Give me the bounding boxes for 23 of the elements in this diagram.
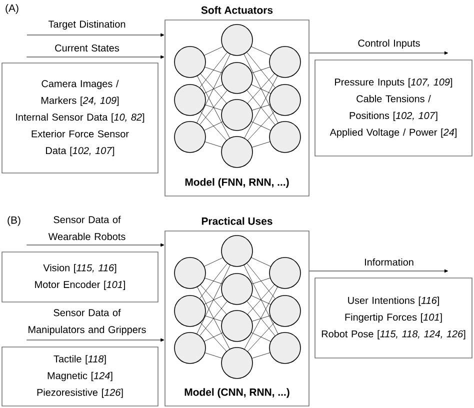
edge-label: Sensor Data of Manipulators and Grippers bbox=[28, 308, 146, 336]
edge-label: Target Distination bbox=[48, 20, 126, 30]
panel-letter: (A) bbox=[6, 4, 18, 14]
panel-letter: (B) bbox=[8, 216, 20, 226]
edge-label: Sensor Data of Wearable Robots bbox=[48, 216, 126, 240]
arrow bbox=[26, 243, 164, 247]
panel-title: Practical Uses bbox=[202, 217, 272, 225]
text-box: Pressure Inputs [107, 109] Cable Tensions / Positions [102, 107] Applied Voltage / Power [24] bbox=[314, 60, 472, 156]
panel-title: Soft Actuators bbox=[201, 6, 273, 14]
edge-label: Information bbox=[365, 258, 414, 266]
arrow bbox=[26, 33, 164, 37]
text-box: Camera Images / Markers [24, 109] Internal Sensor Data [10, 82] Exterior Force Sensor Data [102, 107] bbox=[2, 62, 158, 174]
edge-label: Current States bbox=[55, 44, 120, 52]
model-label: Model (FNN, RNN, ...) bbox=[185, 178, 289, 188]
text-box: Vision [115, 116] Motor Encoder [101] bbox=[2, 252, 158, 302]
arrow bbox=[26, 338, 164, 342]
model-label: Model (CNN, RNN, ...) bbox=[184, 388, 290, 398]
edge-label: Control Inputs bbox=[358, 39, 420, 49]
arrow bbox=[309, 51, 448, 55]
text-box: User Intentions [116] Fingertip Forces [101] Robot Pose [115, 118, 124, 126] bbox=[314, 278, 472, 358]
text-box: Tactile [118] Magnetic [124] Piezoresistive [126] bbox=[2, 346, 158, 406]
arrow bbox=[26, 55, 164, 59]
arrow bbox=[309, 269, 448, 273]
